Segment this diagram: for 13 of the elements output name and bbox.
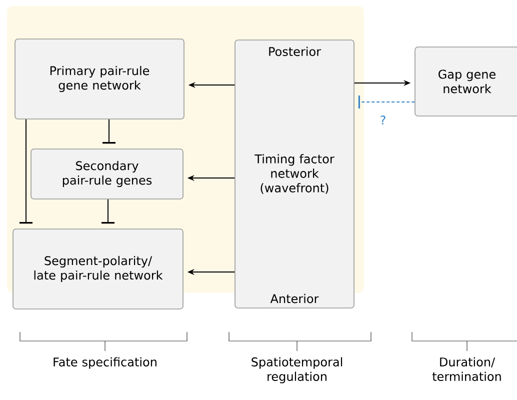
inhibition-line — [102, 198, 114, 224]
inhibition-line — [102, 118, 116, 144]
edge-label: ? — [380, 116, 386, 124]
network-box: Posterior Timing factor network (wavefront) Anterior — [234, 40, 354, 308]
network-box: Segment-polarity/ late pair-rule network — [12, 228, 184, 310]
category-label: Duration/ termination — [432, 357, 501, 381]
network-box: Primary pair-rule gene network — [14, 38, 184, 120]
inhibition-line — [20, 118, 32, 224]
network-box: Gap gene network — [414, 46, 517, 116]
inhibition-line — [358, 96, 416, 108]
network-box: Secondary pair-rule genes — [30, 148, 184, 200]
category-label: Fate specification — [54, 357, 156, 369]
category-label: Spatiotemporal regulation — [252, 357, 342, 384]
